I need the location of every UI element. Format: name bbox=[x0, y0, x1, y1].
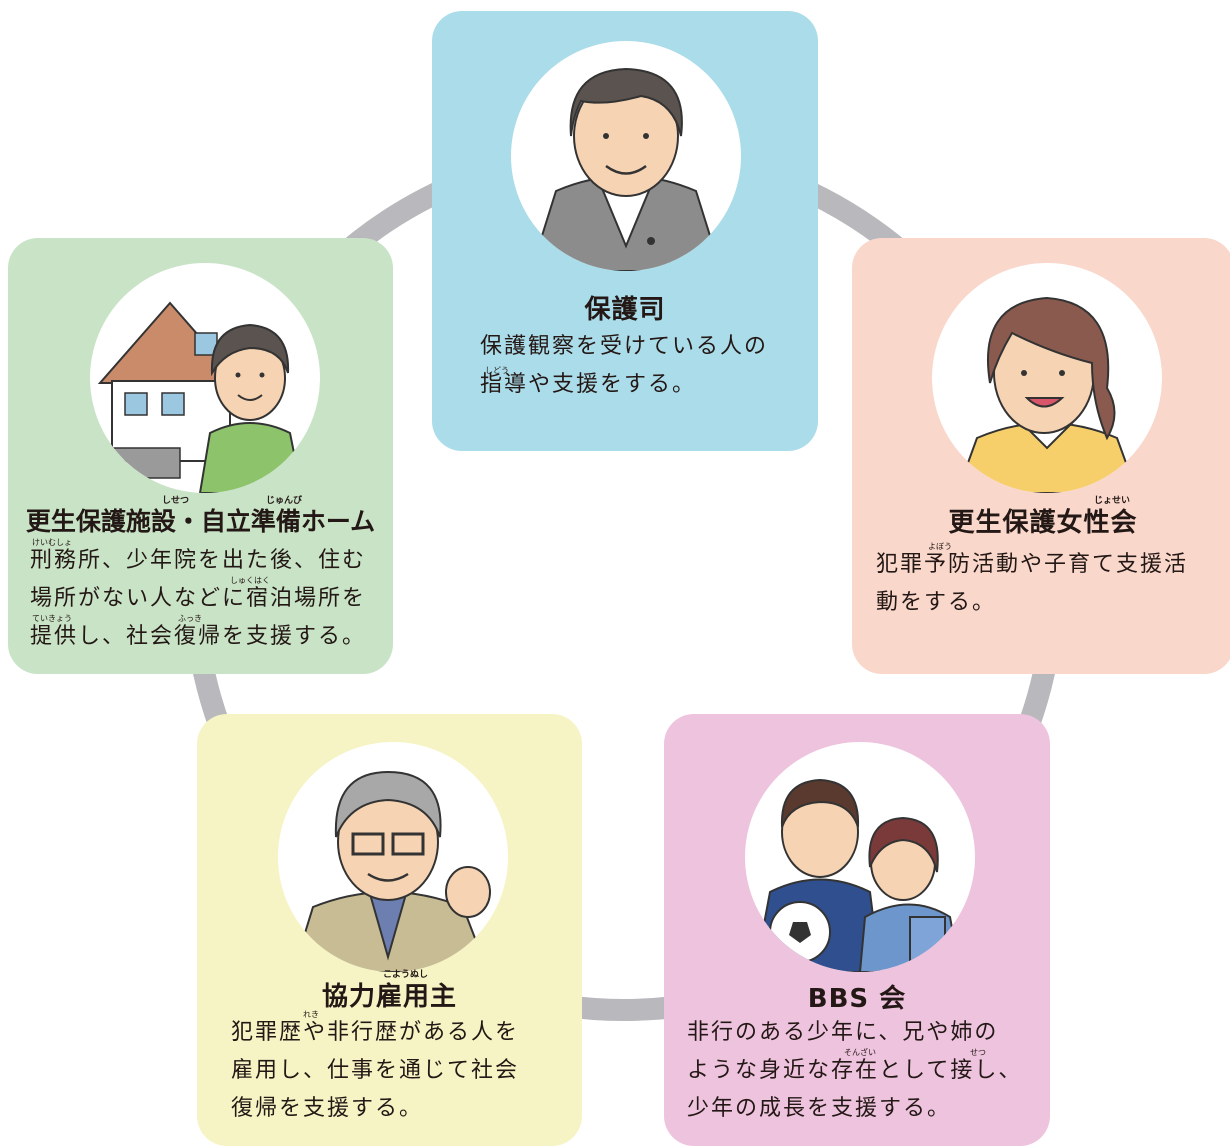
card-description: 保護観察を受けている人の 指導や支援をする。 bbox=[480, 328, 768, 404]
furigana: しどう bbox=[485, 366, 509, 375]
title-furigana: しせつ bbox=[162, 496, 190, 506]
desc-line: 指導や支援をする。 bbox=[480, 372, 697, 397]
furigana: れき bbox=[303, 1010, 319, 1019]
card-description: 犯罪予防活動や子育て支援活 動をする。 bbox=[876, 546, 1188, 622]
furigana: ていきょう bbox=[32, 614, 72, 623]
employer-portrait-icon bbox=[278, 742, 508, 972]
card-title: 更生保護女性会 bbox=[948, 508, 1138, 538]
probation-officer-portrait-icon bbox=[511, 41, 741, 271]
house-and-caretaker-portrait-icon bbox=[90, 263, 320, 493]
card-josei: 更生保護女性会 じょせい 犯罪予防活動や子育て支援活 動をする。 よぼう bbox=[852, 238, 1230, 674]
desc-line: 少年の成長を支援する。 bbox=[687, 1096, 952, 1121]
furigana: けいむしょ bbox=[32, 538, 72, 547]
desc-line: 犯罪歴や非行歴がある人を bbox=[231, 1020, 520, 1045]
card-description: 非行のある少年に、兄や姉の ような身近な存在として接し、 少年の成長を支援する。 bbox=[687, 1014, 1022, 1128]
card-koyonushi: 協力雇用主 こようぬし 犯罪歴や非行歴がある人を 雇用し、仕事を通じて社会 復帰… bbox=[197, 714, 582, 1146]
title-furigana: じゅんび bbox=[266, 496, 303, 506]
desc-line: 場所がない人などに宿泊場所を bbox=[30, 586, 367, 611]
desc-line: 動をする。 bbox=[876, 590, 997, 615]
desc-line: 非行のある少年に、兄や姉の bbox=[687, 1020, 999, 1045]
furigana: ふっき bbox=[178, 614, 202, 623]
title-furigana: じょせい bbox=[1094, 496, 1131, 506]
card-description: 刑務所、少年院を出た後、住む 場所がない人などに宿泊場所を 提供し、社会復帰を支… bbox=[30, 542, 366, 656]
card-title: 更生保護施設・自立準備ホーム bbox=[25, 507, 376, 536]
desc-line: 刑務所、少年院を出た後、住む bbox=[30, 548, 367, 573]
card-title: 協力雇用主 bbox=[321, 982, 457, 1012]
title-furigana: こようぬし bbox=[383, 970, 429, 980]
desc-line: ような身近な存在として接し、 bbox=[687, 1058, 1023, 1083]
desc-line: 復帰を支援する。 bbox=[231, 1096, 424, 1121]
woman-volunteer-portrait-icon bbox=[932, 263, 1162, 493]
card-title: 保護司 bbox=[584, 295, 666, 325]
desc-line: 雇用し、仕事を通じて社会 bbox=[231, 1058, 520, 1083]
desc-line: 犯罪予防活動や子育て支援活 bbox=[876, 552, 1189, 577]
card-bbs: BBS 会 非行のある少年に、兄や姉の ような身近な存在として接し、 少年の成長… bbox=[664, 714, 1050, 1146]
furigana: しゅくはく bbox=[230, 576, 270, 585]
card-title: BBS 会 bbox=[807, 984, 907, 1014]
furigana: せつ bbox=[970, 1048, 986, 1057]
desc-line: 提供し、社会復帰を支援する。 bbox=[30, 624, 367, 649]
young-volunteers-portrait-icon bbox=[745, 742, 975, 972]
furigana: よぼう bbox=[928, 542, 952, 551]
card-description: 犯罪歴や非行歴がある人を 雇用し、仕事を通じて社会 復帰を支援する。 bbox=[231, 1014, 519, 1128]
furigana: そんざい bbox=[844, 1048, 876, 1057]
desc-line: 保護観察を受けている人の bbox=[480, 334, 769, 359]
card-hogoshi: 保護司 保護観察を受けている人の 指導や支援をする。 しどう bbox=[432, 11, 818, 451]
card-shisetsu: 更生保護施設・自立準備ホーム しせつ じゅんび 刑務所、少年院を出た後、住む 場… bbox=[8, 238, 393, 674]
